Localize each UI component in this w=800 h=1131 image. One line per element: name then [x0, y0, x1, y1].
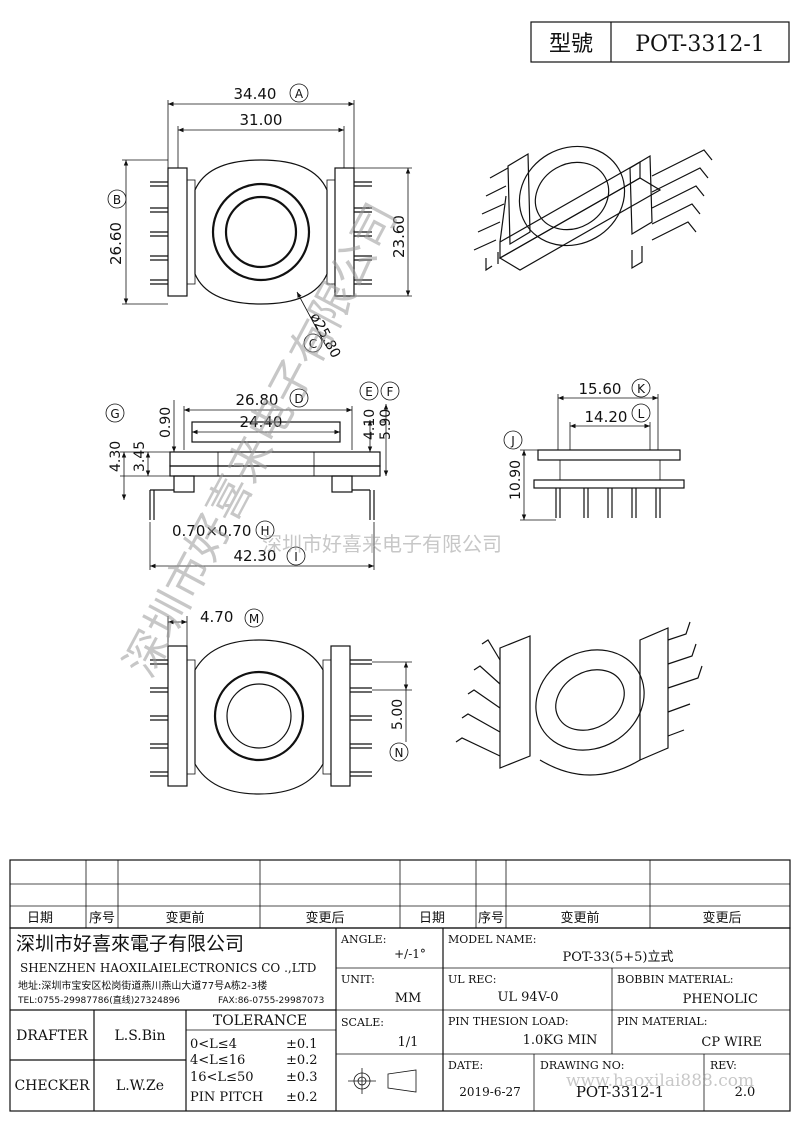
drafter-name: L.S.Bin: [114, 1028, 165, 1044]
dim-g: 4.30: [108, 441, 124, 472]
company-tel: TEL:0755-29987786(直线)27324896: [17, 994, 180, 1006]
dim-j: 10.90: [508, 460, 524, 500]
top-view: 34.40 A 31.00 26.60 B 23.60 ø25.80 C: [107, 83, 412, 361]
tag-a: A: [295, 87, 304, 101]
dim-e: 4.10: [362, 409, 378, 440]
rev-value: 2.0: [735, 1085, 756, 1100]
ul-value: UL 94V-0: [497, 990, 558, 1005]
dim-f: 5.90: [378, 409, 394, 440]
date-label: DATE:: [448, 1059, 483, 1072]
revision-table: 日期 序号 变更前 变更后 日期 序号 变更前 变更后: [9, 859, 791, 929]
rev-col-date-1: 日期: [27, 911, 53, 926]
tag-b: B: [113, 193, 121, 207]
unit-value: MM: [395, 991, 422, 1006]
company-name-cn: 深圳市好喜來電子有限公司: [16, 933, 244, 955]
front-view: 15.60 K 14.20 L 10.90 J: [503, 378, 685, 521]
side-view: 26.80 D 24.40 4.10 5.90 E F 4.30 3.45 0.…: [105, 381, 400, 570]
tol-value-3: ±0.3: [286, 1070, 318, 1085]
watermark-horizontal: 深圳市好喜来电子有限公司: [262, 532, 502, 556]
dim-l: 14.20: [585, 408, 628, 426]
pin-material-label: PIN MATERIAL:: [617, 1015, 707, 1028]
tag-i: I: [294, 550, 298, 564]
drawing-no-value: POT-3312-1: [576, 1083, 664, 1101]
drawing-no-label: DRAWING NO:: [540, 1059, 625, 1072]
tag-f: F: [387, 385, 394, 399]
model-name-value: POT-33(5+5)立式: [563, 950, 674, 965]
dim-g2: 3.45: [132, 441, 148, 472]
scale-label: SCALE:: [341, 1016, 384, 1029]
dim-k: 15.60: [579, 380, 622, 398]
company-name-en: SHENZHEN HAOXILAIELECTRONICS CO .,LTD: [20, 961, 316, 975]
company-address: 地址:深圳市宝安区松岗街道燕川燕山大道77号A栋2-3楼: [18, 979, 267, 992]
rev-col-no-2: 序号: [478, 911, 504, 926]
tag-d: D: [294, 392, 303, 406]
pin-material-value: CP WIRE: [701, 1035, 762, 1050]
checker-label: CHECKER: [14, 1078, 90, 1094]
model-name-label: MODEL NAME:: [448, 933, 537, 946]
dim-i: 42.30: [234, 547, 277, 565]
dim-h: 0.70×0.70: [172, 522, 251, 540]
dim-d-inner: 24.40: [240, 413, 283, 431]
tag-h: H: [260, 524, 269, 538]
isometric-view-top: [473, 145, 713, 272]
dim-b: 26.60: [107, 222, 125, 265]
projection-symbol-icon: [348, 1068, 417, 1094]
dim-b-right: 23.60: [390, 215, 408, 258]
rev-col-after-1: 变更后: [305, 910, 344, 926]
tag-l: L: [638, 407, 645, 421]
dim-n: 5.00: [390, 699, 406, 730]
pull-value: 1.0KG MIN: [523, 1033, 598, 1048]
website-watermark: www.haoxilai888.com: [566, 1071, 754, 1091]
rev-col-before-2: 变更前: [560, 910, 599, 926]
model-value: POT-3312-1: [635, 32, 765, 57]
rev-label: REV:: [710, 1059, 737, 1072]
checker-name: L.W.Ze: [116, 1078, 164, 1094]
tol-range-4: PIN PITCH: [190, 1090, 263, 1105]
company-fax: FAX:86-0755-29987073: [218, 996, 324, 1006]
tol-range-2: 4<L≤16: [190, 1053, 245, 1068]
title-block: 深圳市好喜來電子有限公司 SHENZHEN HAOXILAIELECTRONIC…: [9, 927, 791, 1112]
bottom-view: 4.70 M 5.00 N: [150, 608, 412, 795]
tol-value-4: ±0.2: [286, 1090, 318, 1105]
dim-a: 34.40: [234, 85, 277, 103]
drafter-label: DRAFTER: [16, 1028, 88, 1044]
dim-g3: 0.90: [158, 407, 174, 438]
tol-range-1: 0<L≤4: [190, 1037, 237, 1052]
rev-col-before-1: 变更前: [165, 910, 204, 926]
isometric-view-bottom: [455, 621, 703, 776]
tol-value-2: ±0.2: [286, 1053, 318, 1068]
tag-g: G: [110, 407, 119, 421]
rev-col-date-2: 日期: [419, 911, 445, 926]
tag-j: J: [510, 434, 515, 448]
scale-value: 1/1: [398, 1035, 419, 1050]
pull-label: PIN THESION LOAD:: [448, 1015, 569, 1028]
dim-m: 4.70: [200, 608, 233, 626]
tag-n: N: [395, 746, 404, 760]
rev-col-no-1: 序号: [89, 911, 115, 926]
bobbin-label: BOBBIN MATERIAL:: [617, 973, 734, 986]
tolerance-label: TOLERANCE: [213, 1013, 307, 1029]
ul-label: UL REC:: [448, 973, 497, 986]
tol-value-1: ±0.1: [286, 1037, 318, 1052]
angle-label: ANGLE:: [340, 933, 386, 946]
tol-range-3: 16<L≤50: [190, 1070, 254, 1085]
date-value: 2019-6-27: [459, 1085, 521, 1099]
rev-col-after-2: 变更后: [702, 910, 741, 926]
tag-k: K: [637, 382, 646, 396]
unit-label: UNIT:: [341, 973, 375, 986]
tag-m: M: [249, 612, 259, 626]
model-label: 型號: [549, 32, 593, 57]
angle-value: +/-1°: [394, 947, 426, 961]
dim-a-inner: 31.00: [240, 111, 283, 129]
dim-d: 26.80: [236, 391, 279, 409]
bobbin-value: PHENOLIC: [683, 992, 758, 1007]
model-title-box: 型號 POT-3312-1: [530, 21, 790, 63]
tag-e: E: [365, 385, 373, 399]
tag-c: C: [309, 337, 317, 351]
